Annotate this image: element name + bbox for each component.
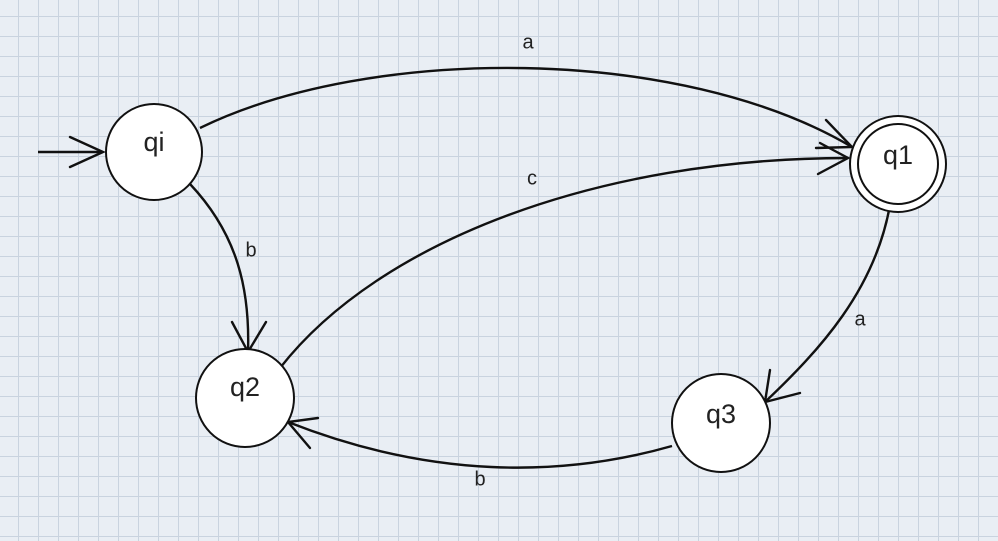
transition-q1-q3: a [763, 204, 892, 404]
transition-label-qi-q2: b [245, 239, 256, 261]
transition-qi-q2: b [189, 183, 268, 355]
state-q3: q3 [671, 373, 771, 473]
state-label-q3: q3 [706, 399, 736, 429]
state-label-q1: q1 [883, 140, 913, 170]
transition-label-q1-q3: a [854, 308, 866, 330]
transition-label-q2-q1: c [527, 167, 537, 189]
initial-arrow [38, 135, 106, 169]
transition-label-q3-q2: b [474, 468, 485, 490]
state-label-q2: q2 [230, 372, 260, 402]
state-q1: q1 [849, 115, 947, 213]
state-qi: qi [105, 103, 203, 201]
transition-q2-q1: c [279, 141, 851, 369]
state-q2: q2 [195, 348, 295, 448]
accepting-ring [857, 123, 939, 205]
transition-label-qi-q1: a [522, 31, 534, 53]
transition-qi-q1: a [199, 31, 855, 150]
state-label-qi: qi [143, 127, 164, 157]
transition-q3-q2: b [285, 416, 673, 490]
